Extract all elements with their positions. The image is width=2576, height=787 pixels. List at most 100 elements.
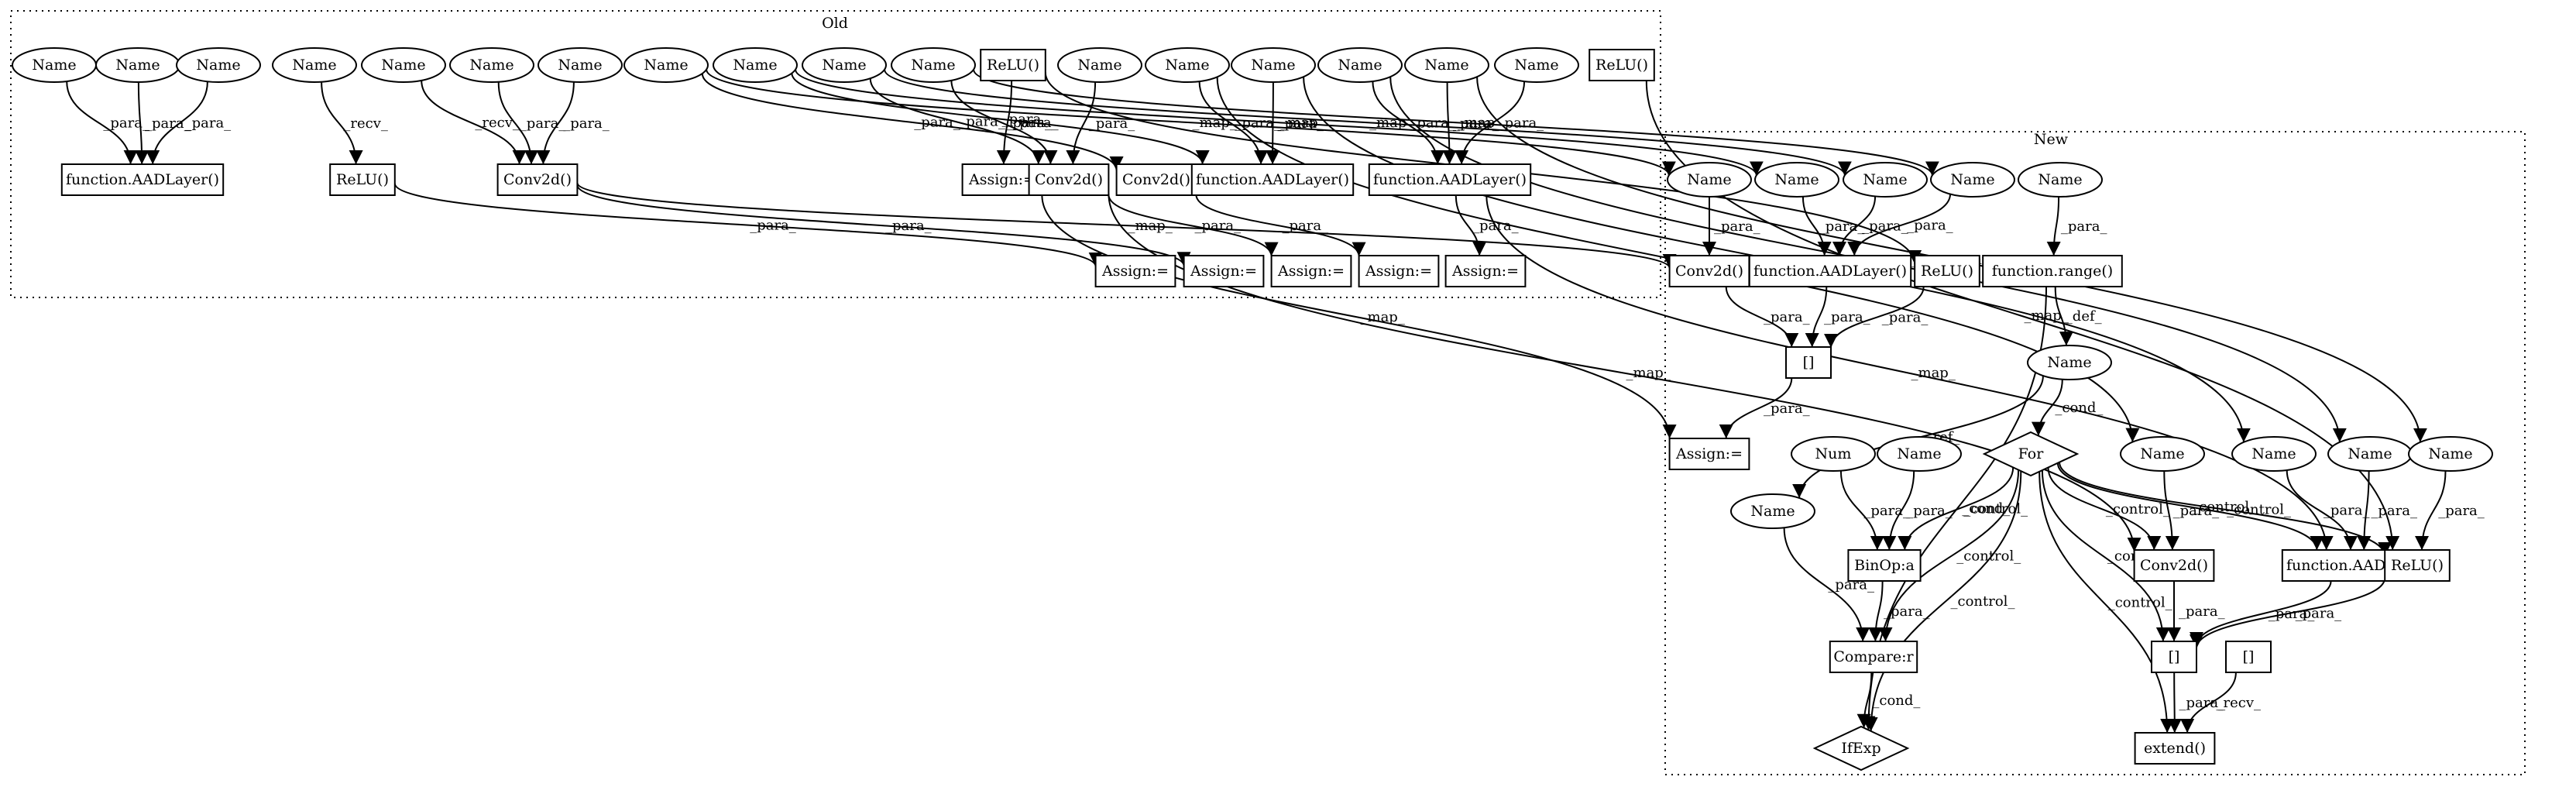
node-shape <box>1667 162 1752 198</box>
cluster-old: Old <box>10 10 1661 298</box>
node-o17: Name <box>1404 47 1489 83</box>
node-shape <box>1317 47 1403 83</box>
edge-label: _para_ <box>563 115 610 132</box>
edge-label: _control_ <box>2192 499 2256 515</box>
edge-line <box>135 81 149 165</box>
edge-line <box>1108 194 1279 256</box>
node-label: Name <box>1750 503 1795 520</box>
edge-label: _para_ <box>2173 503 2220 519</box>
edge-line <box>1783 528 1870 642</box>
node-shape <box>2134 732 2216 765</box>
node-label: Name <box>1424 57 1468 74</box>
edge-n24-n26: _para_ <box>2190 577 2386 649</box>
node-label: function.AADLayer() <box>1753 263 1907 280</box>
edge-line <box>1882 470 1915 551</box>
node-n9: function.range() <box>1982 255 2123 287</box>
edge-label: _para_ <box>914 115 960 131</box>
edge-n4-n7: _para_ <box>1847 194 1953 256</box>
node-label: Name <box>822 57 866 74</box>
edge-line <box>2038 471 2175 734</box>
edge-n9-n11: _def_ <box>2054 286 2102 346</box>
node-n10: [] <box>1785 346 1832 379</box>
node-o8: Name <box>623 47 709 83</box>
node-shape <box>1847 549 1922 582</box>
edge-line <box>1805 286 1828 348</box>
edge-o11-o24: _para_ <box>950 80 1058 165</box>
edge-label: _recv_ <box>2217 695 2262 711</box>
edge-label: _para_ <box>2296 605 2342 621</box>
node-shape <box>1754 162 1839 198</box>
edge-label: _para_ <box>1863 503 1910 519</box>
node-shape <box>60 163 225 196</box>
node-shape <box>1812 725 1910 772</box>
edge-line <box>2056 462 2324 551</box>
node-shape <box>1028 163 1110 196</box>
edge-n20-n24: _para_ <box>2415 470 2485 551</box>
node-shape <box>1190 163 1355 196</box>
edge-label: _map_ <box>1128 218 1173 234</box>
edge-line <box>2357 470 2372 551</box>
node-shape <box>2027 345 2112 380</box>
edge-label: _map_ <box>1458 115 1502 131</box>
node-shape <box>1668 255 1750 287</box>
edge-n13-n29: _control_ <box>2038 471 2175 734</box>
node-o20: function.AADLayer() <box>60 163 225 196</box>
edge-label: _para_ <box>1882 309 1929 325</box>
node-shape <box>2151 641 2197 673</box>
node-o18: Name <box>1494 47 1579 83</box>
node-label: Name <box>2038 171 2082 188</box>
edge-line <box>2054 286 2073 346</box>
edge-n2-n7: _para_ <box>1801 196 1864 256</box>
edge-o21-o28: _para_ <box>393 183 1103 267</box>
edge-line <box>321 81 363 165</box>
node-n20: Name <box>2408 436 2493 472</box>
node-label: ReLU() <box>1595 57 1648 74</box>
edge-line <box>1868 580 1884 642</box>
node-o32: Assign:= <box>1444 255 1527 287</box>
edge-label: _para_ <box>1906 503 1953 519</box>
edge-line <box>1847 194 1951 256</box>
edge-label: _para_ <box>959 114 1005 130</box>
edge-label: _para_ <box>520 115 566 132</box>
node-label: Conv2d() <box>1035 171 1103 188</box>
node-label: Assign:= <box>968 171 1036 188</box>
edge-label: _para_ <box>1764 400 1810 417</box>
edge-label: _para_ <box>1498 115 1544 132</box>
node-label: ReLU() <box>2391 557 2444 574</box>
edge-n13-n23: _control_ <box>2056 462 2324 551</box>
edge-label: _para_ <box>750 217 796 233</box>
edge-line <box>2286 469 2358 551</box>
node-label: Name <box>1077 57 1121 74</box>
node-shape <box>272 47 357 83</box>
node-label: Conv2d() <box>1122 171 1190 188</box>
node-label: Assign:= <box>1277 263 1345 280</box>
edge-o22-o29: _para_ <box>576 184 1191 266</box>
node-shape <box>1791 436 1876 472</box>
node-o6: Name <box>449 47 534 83</box>
edge-n13-n21: _control_ <box>1898 467 2028 551</box>
node-label: Assign:= <box>1451 263 1519 280</box>
edge-o11-n4: _map_ <box>973 69 1939 176</box>
edge-n10-n12: _para_ <box>1719 377 1810 439</box>
edge-label: _para_ <box>1862 218 1908 235</box>
node-shape <box>2018 162 2103 198</box>
edge-o5-o22: _recv_ <box>421 80 527 165</box>
edge-line <box>706 69 1676 176</box>
node-label: Name <box>32 57 76 74</box>
node-o12: ReLU() <box>980 49 1046 81</box>
node-label: Name <box>381 57 425 74</box>
node-n15: Name <box>1877 436 1962 472</box>
node-n6: Conv2d() <box>1668 255 1750 287</box>
edge-label: _para_ <box>1824 309 1870 325</box>
edge-line <box>1195 194 1366 256</box>
node-o19: ReLU() <box>1589 49 1655 81</box>
edge-label: _para_ <box>1195 218 1242 234</box>
cluster-new-border <box>1664 131 2526 775</box>
edge-n1-n6: _para_ <box>1702 197 1760 256</box>
edge-n11-n13: _cond_ <box>2031 379 2103 436</box>
node-shape <box>1404 47 1489 83</box>
node-n16: Name <box>1730 493 1815 529</box>
node-n13: For <box>1982 431 2080 477</box>
node-o3: Name <box>176 47 261 83</box>
